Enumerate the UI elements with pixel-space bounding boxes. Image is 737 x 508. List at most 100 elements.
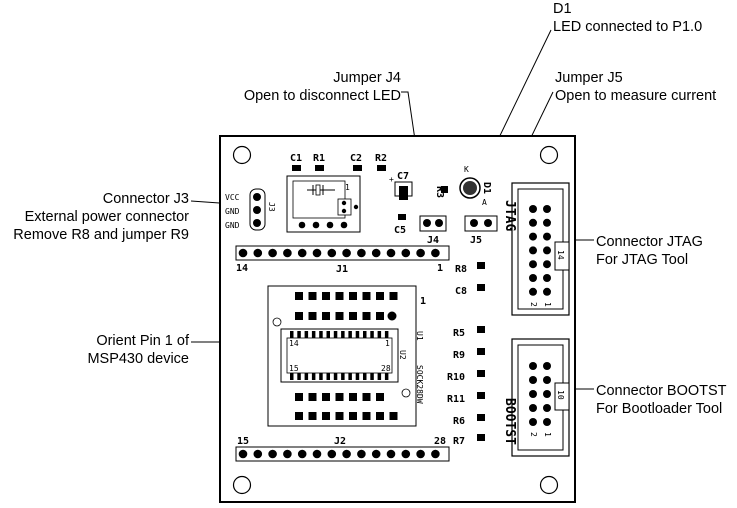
ic-lead-bottom (333, 373, 338, 380)
socket-pad-top-outer (362, 292, 371, 300)
bootst-pin (543, 418, 551, 426)
label-jtag-pin1: 1 (543, 302, 552, 307)
label-c7: C7 (397, 171, 409, 182)
ic-lead-bottom (355, 373, 360, 380)
ic-lead-bottom (377, 373, 382, 380)
socket-pad-top-inner (349, 312, 357, 320)
label-led-k: K (464, 165, 469, 174)
label-gnd-2: GND (225, 221, 240, 230)
j1-pin (386, 248, 396, 258)
socket-pad-top-outer (349, 292, 357, 300)
label-socket-pin1: 1 (420, 296, 426, 307)
jtag-pin (529, 218, 537, 227)
jtag-pin (529, 274, 537, 282)
socket-pad-top-outer (376, 292, 384, 300)
j2-pin (357, 449, 366, 459)
jtag-pin (543, 205, 551, 213)
j2-pin (297, 449, 307, 459)
crystal-pin-4 (340, 221, 348, 229)
bootst-pin (529, 418, 537, 426)
pot-pin-a (341, 200, 347, 206)
ic-body (286, 337, 393, 374)
ic-lead-top (304, 331, 309, 338)
ic-lead-top (355, 331, 360, 338)
jtag-key (554, 241, 570, 271)
jtag-pin (529, 205, 537, 213)
label-r5: R5 (453, 328, 465, 339)
socket-pad-top-outer (335, 292, 344, 300)
smd-pad (477, 414, 485, 421)
c7-pad (399, 186, 408, 200)
smd-pad (477, 348, 485, 355)
label-r6: R6 (453, 416, 465, 427)
pad-r1 (315, 165, 324, 171)
j2-pin (327, 449, 337, 459)
ic-lead-bottom (370, 373, 374, 380)
callout-j5-desc: Open to measure current (555, 88, 716, 104)
callout-j3-desc1: External power connector (25, 209, 190, 225)
label-r11: R11 (447, 394, 465, 405)
socket-pad-bottom-inner (322, 393, 330, 401)
pot-pin-c (353, 204, 359, 210)
pad-r3 (441, 186, 448, 193)
label-sock28dw: SOCK28DW (415, 365, 424, 404)
label-r3: R3 (434, 186, 445, 198)
socket-pad-top-inner (322, 312, 330, 320)
j2-pin (312, 449, 322, 459)
label-jtag: JTAG (502, 200, 517, 231)
j1-pin (371, 248, 381, 258)
smd-pad (477, 370, 485, 377)
label-bootst-10: 10 (556, 390, 565, 400)
ic-lead-bottom (326, 373, 330, 380)
j5-outline (464, 215, 498, 232)
socket-pad-bottom-outer (335, 412, 344, 420)
label-r10: R10 (447, 372, 465, 383)
callout-j5-title: Jumper J5 (555, 70, 623, 86)
socket-pad-bottom-inner (335, 393, 344, 401)
mounting-hole-top-right (539, 145, 559, 165)
jtag-pin (543, 218, 551, 227)
label-u1: U1 (415, 331, 424, 341)
mounting-holes (232, 145, 559, 495)
callout-j4-desc: Open to disconnect LED (244, 88, 401, 104)
capacitor-c7: C7 + (389, 171, 413, 200)
j5-pin-2 (484, 219, 492, 227)
jumper-j4: J4 (419, 215, 447, 246)
socket-pad-bottom-outer (362, 412, 371, 420)
label-j2-left: 15 (237, 436, 249, 447)
label-r7: R7 (453, 436, 465, 447)
j3-pin-gnd-2 (253, 219, 261, 227)
callout-pin1-desc: MSP430 device (87, 351, 189, 367)
ic-lead-top (326, 331, 330, 338)
j1-pin (297, 248, 307, 258)
label-bootst-pin2: 2 (529, 432, 538, 437)
j4-pin-1 (423, 219, 431, 227)
j1-pin (268, 248, 277, 258)
socket-pin1-mark (272, 317, 282, 327)
callout-j4-title: Jumper J4 (333, 70, 401, 86)
components-r3-c5: R3 C5 (394, 186, 448, 236)
ic-lead-bottom (319, 373, 323, 380)
j1-pin (342, 248, 351, 258)
label-jtag-pin2: 2 (529, 302, 538, 307)
socket-pad-top-inner (295, 312, 303, 320)
j5-pin-1 (470, 219, 478, 227)
j2-pin (342, 449, 351, 459)
j1-pin (238, 248, 248, 258)
jtag-pin (543, 260, 551, 269)
jtag-pin (529, 232, 537, 241)
jtag-pin (543, 232, 551, 241)
j2-pin (401, 449, 411, 459)
callout-j3-title: Connector J3 (103, 191, 189, 207)
connector-jtag: 14 JTAG 1 2 (502, 182, 570, 316)
crystal-pin-2 (312, 221, 320, 229)
callout-bootst-title: Connector BOOTST (596, 383, 727, 399)
label-jtag-14: 14 (556, 250, 565, 260)
label-c8: C8 (455, 286, 467, 297)
label-gnd-1: GND (225, 207, 240, 216)
callout-j3-desc2: Remove R8 and jumper R9 (13, 227, 189, 243)
label-j2-right: 28 (434, 436, 446, 447)
label-ic-pin28: 28 (381, 364, 391, 373)
smd-pad (477, 262, 485, 269)
socket-pad-top-inner (308, 312, 317, 320)
